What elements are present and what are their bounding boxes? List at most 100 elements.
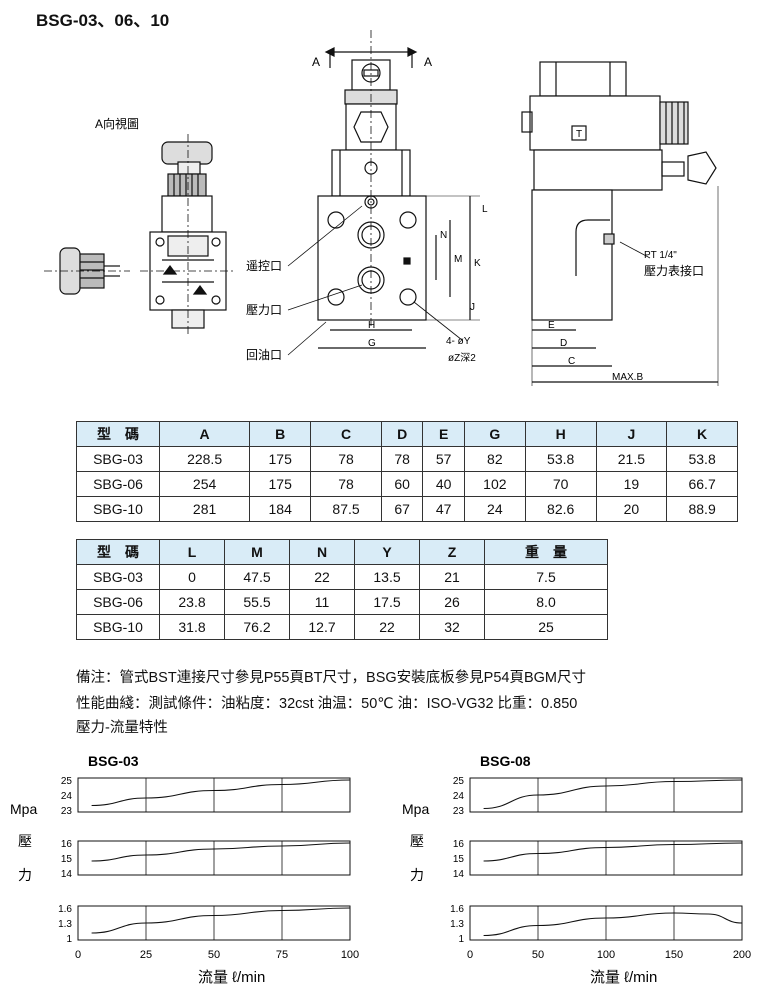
table-header: L xyxy=(159,539,225,565)
table-cell: 25 xyxy=(484,614,608,640)
table-cell: SBG-06 xyxy=(76,471,160,497)
x-tick-label: 50 xyxy=(532,949,544,961)
table-header: Y xyxy=(354,539,420,565)
table-cell: 53.8 xyxy=(524,446,597,472)
dim-h: H xyxy=(368,320,375,331)
table-cell: 60 xyxy=(380,471,424,497)
series-line xyxy=(483,842,743,862)
x-tick-label: 0 xyxy=(75,949,81,961)
remote-port-label: 遥控口 xyxy=(246,259,282,273)
y-axis-label: 壓 xyxy=(410,833,424,849)
table-header-row: 型 碼 L M N Y Z 重 量 xyxy=(76,539,608,565)
y-tick-label: 1.6 xyxy=(58,904,72,915)
y-tick-label: 25 xyxy=(453,776,465,787)
x-tick-label: 100 xyxy=(341,949,359,961)
x-tick-label: 75 xyxy=(276,949,288,961)
note-remark: 備注：管式BST連接尺寸參見P55頁BT尺寸，BSG安裝底板參見P54頁BGM尺… xyxy=(76,670,586,686)
table-cell: 254 xyxy=(158,471,251,497)
table-header: H xyxy=(524,421,597,447)
y-tick-label: 15 xyxy=(61,854,73,865)
y-tick-label: 16 xyxy=(453,839,465,850)
series-line xyxy=(91,779,351,807)
arrow-a-left-label: A xyxy=(312,55,320,69)
table-cell: 17.5 xyxy=(354,589,420,615)
table-header: G xyxy=(463,421,526,447)
table-header: B xyxy=(249,421,312,447)
table-cell: SBG-03 xyxy=(76,564,160,590)
table-cell: 22 xyxy=(289,564,355,590)
t-label: T xyxy=(576,129,582,140)
table-header: N xyxy=(289,539,355,565)
table-header: J xyxy=(595,421,668,447)
table-header: K xyxy=(666,421,738,447)
table-cell: 76.2 xyxy=(224,614,290,640)
dim-m: M xyxy=(454,254,462,265)
table-cell: 184 xyxy=(249,496,312,522)
table-cell: 21.5 xyxy=(595,446,668,472)
arrow-a-right-label: A xyxy=(424,55,432,69)
table-cell: 175 xyxy=(249,471,312,497)
y-tick-label: 24 xyxy=(61,791,73,802)
table-header: C xyxy=(310,421,382,447)
y-tick-label: 1 xyxy=(458,934,464,945)
y-tick-label: 1.3 xyxy=(450,919,464,930)
table-header-row: 型 碼 A B C D E G H J K xyxy=(76,421,738,447)
table-cell: 57 xyxy=(422,446,465,472)
table-cell: 0 xyxy=(159,564,225,590)
table-cell: 82.6 xyxy=(524,496,597,522)
y-axis-unit-label: Mpa xyxy=(402,801,429,817)
table-cell: 55.5 xyxy=(224,589,290,615)
page-title: BSG-03、06、10 xyxy=(36,11,170,30)
y-tick-label: 1.3 xyxy=(58,919,72,930)
dim-c: C xyxy=(568,356,575,367)
x-tick-label: 200 xyxy=(733,949,751,961)
table-header: M xyxy=(224,539,290,565)
dim-j: J xyxy=(470,302,475,313)
note-chart-caption: 壓力-流量特性 xyxy=(76,720,168,736)
y-tick-label: 1.6 xyxy=(450,904,464,915)
table-cell: 78 xyxy=(310,471,382,497)
table-cell: 22 xyxy=(354,614,420,640)
table-header: A xyxy=(158,421,251,447)
x-tick-label: 50 xyxy=(208,949,220,961)
dim-max-b: MAX.B xyxy=(612,372,643,383)
pt-label: PT 1/4" xyxy=(644,250,677,261)
table-cell: 67 xyxy=(380,496,424,522)
x-tick-label: 0 xyxy=(467,949,473,961)
x-axis-label: 流量 ℓ/min xyxy=(590,969,657,986)
x-tick-label: 150 xyxy=(665,949,683,961)
table-cell: SBG-10 xyxy=(76,496,160,522)
table-cell: 87.5 xyxy=(310,496,382,522)
y-tick-label: 24 xyxy=(453,791,465,802)
table-cell: 20 xyxy=(595,496,668,522)
table-cell: 47.5 xyxy=(224,564,290,590)
return-port-label: 回油口 xyxy=(246,348,282,362)
table-cell: 281 xyxy=(158,496,251,522)
table-cell: 13.5 xyxy=(354,564,420,590)
x-axis-label: 流量 ℓ/min xyxy=(198,969,265,986)
series-line xyxy=(483,779,743,810)
dim-e: E xyxy=(548,320,555,331)
y-tick-label: 23 xyxy=(453,806,465,817)
dim-d: D xyxy=(560,338,567,349)
y-axis-label: 力 xyxy=(410,867,424,883)
view-a-label: A向視圖 xyxy=(95,116,139,131)
series-line xyxy=(91,907,351,934)
table-cell: 26 xyxy=(419,589,485,615)
series-line xyxy=(91,842,351,862)
table-header: D xyxy=(380,421,424,447)
table-cell: 66.7 xyxy=(666,471,738,497)
y-axis-label: 力 xyxy=(18,867,32,883)
y-tick-label: 23 xyxy=(61,806,73,817)
table-cell: 175 xyxy=(249,446,312,472)
dim-n: N xyxy=(440,230,447,241)
table-cell: 32 xyxy=(419,614,485,640)
y-tick-label: 15 xyxy=(453,854,465,865)
